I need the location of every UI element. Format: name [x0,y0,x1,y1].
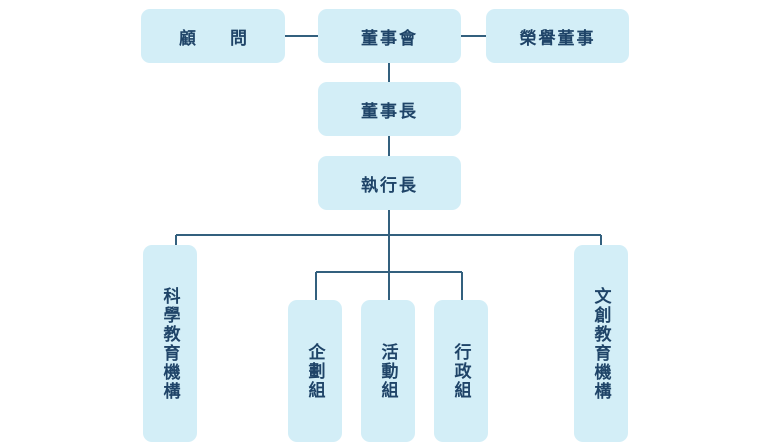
planning-label: 企劃組 [304,342,325,400]
advisor-box: 顧 問 [141,9,285,63]
board-label: 董事會 [361,28,418,49]
advisor-label: 顧 問 [179,28,261,49]
board-box: 董事會 [318,9,461,63]
admin-label: 行政組 [450,342,471,400]
admin-box: 行政組 [434,300,488,442]
ceo-label: 執行長 [361,175,418,196]
ceo-box: 執行長 [318,156,461,210]
activity-label: 活動組 [377,342,398,400]
activity-box: 活動組 [361,300,415,442]
cultural-creative-box: 文創教育機構 [574,245,628,442]
chairman-box: 董事長 [318,82,461,136]
science-education-label: 科學教育機構 [159,286,180,401]
chairman-label: 董事長 [361,101,418,122]
honorary-director-box: 榮譽董事 [486,9,629,63]
science-education-box: 科學教育機構 [143,245,197,442]
honorary-director-label: 榮譽董事 [519,28,596,49]
cultural-creative-label: 文創教育機構 [590,286,611,401]
planning-box: 企劃組 [288,300,342,442]
